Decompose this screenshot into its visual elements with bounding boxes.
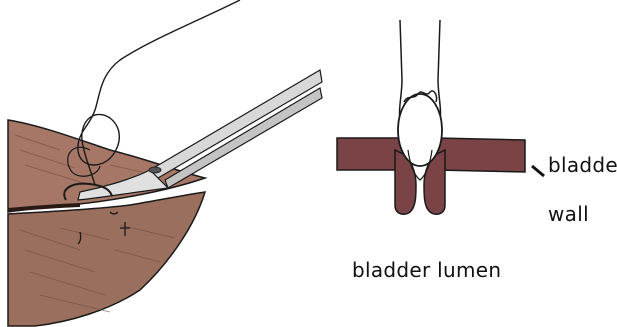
right-bladder-diagram [337,20,544,214]
bladder-wall-pointer [532,166,544,176]
bladder-wall-band-right [437,138,525,172]
tissue-lower-flap [8,192,205,326]
ureter-stitched-end [398,94,442,166]
bladder-wall-band [337,138,403,170]
bladder-lumen-label: bladder lumen [352,260,501,280]
left-suturing-illustration [8,0,322,326]
bladder-wall-label-line1: bladder [548,155,617,175]
bladder-wall-label-line2: wall [548,204,589,224]
